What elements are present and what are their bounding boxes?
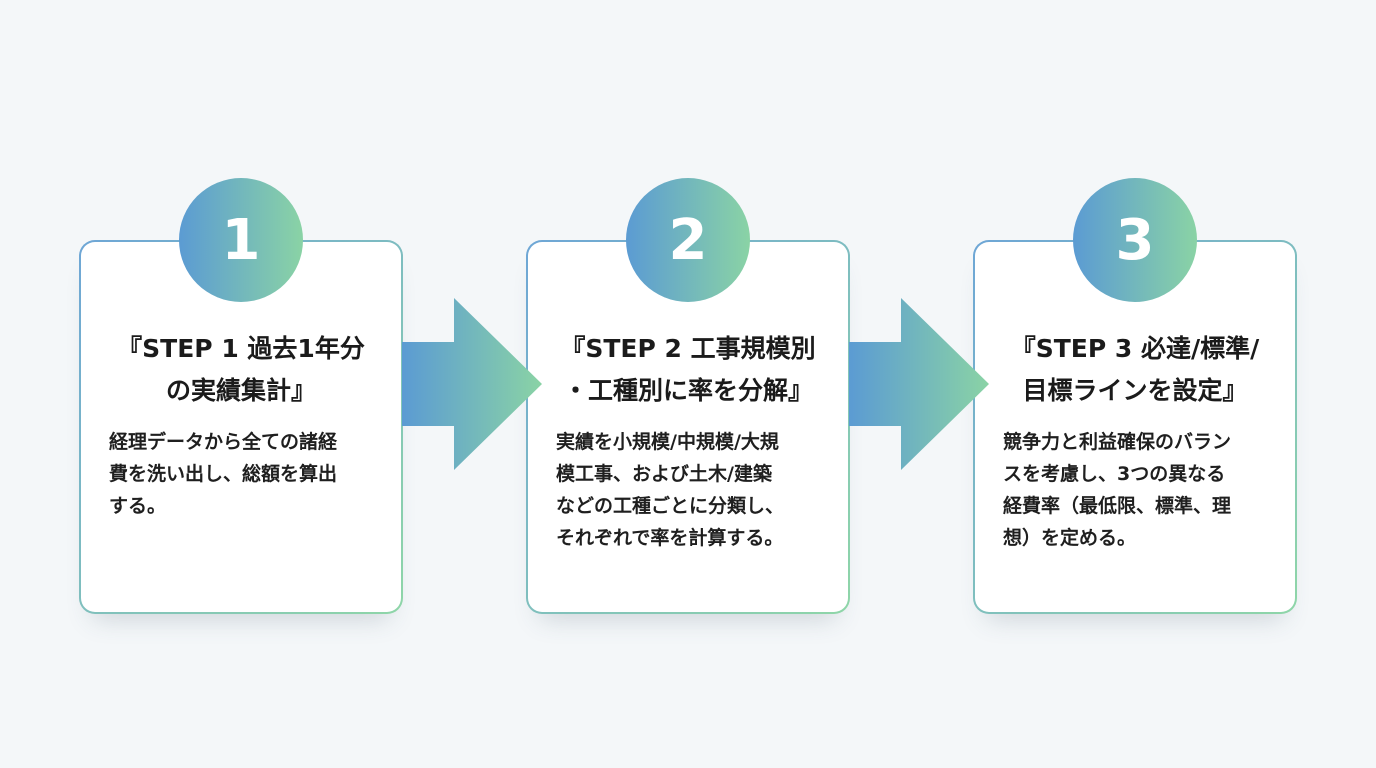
step-3-card: 『STEP 3 必達/標準/ 目標ラインを設定』 競争力と利益確保のバラン スを… <box>973 240 1297 614</box>
step-1-title: 『STEP 1 過去1年分 の実績集計』 <box>117 334 365 405</box>
step-3-number: 3 <box>1115 207 1155 273</box>
right-arrow-icon <box>402 298 542 470</box>
step-3-title: 『STEP 3 必達/標準/ 目標ラインを設定』 <box>1010 334 1260 405</box>
step-1-description: 経理データから全ての諸経 費を洗い出し、総額を算出 する。 <box>109 431 338 517</box>
step-3-description: 競争力と利益確保のバラン スを考慮し、3つの異なる 経費率（最低限、標準、理 想… <box>1003 431 1232 549</box>
step-1-card: 『STEP 1 過去1年分 の実績集計』 経理データから全ての諸経 費を洗い出し… <box>79 240 403 614</box>
step-3-number-badge: 3 <box>1073 178 1197 302</box>
step-2-number-badge: 2 <box>626 178 750 302</box>
step-2-title: 『STEP 2 工事規模別 ・工種別に率を分解』 <box>560 334 816 405</box>
right-arrow-icon <box>849 298 989 470</box>
step-2-number: 2 <box>668 207 708 273</box>
step-1-number: 1 <box>221 207 261 273</box>
step-2-description: 実績を小規模/中規模/大規 模工事、および土木/建築 などの工種ごとに分類し、 … <box>556 431 785 549</box>
step-1-number-badge: 1 <box>179 178 303 302</box>
step-2-card: 『STEP 2 工事規模別 ・工種別に率を分解』 実績を小規模/中規模/大規 模… <box>526 240 850 614</box>
